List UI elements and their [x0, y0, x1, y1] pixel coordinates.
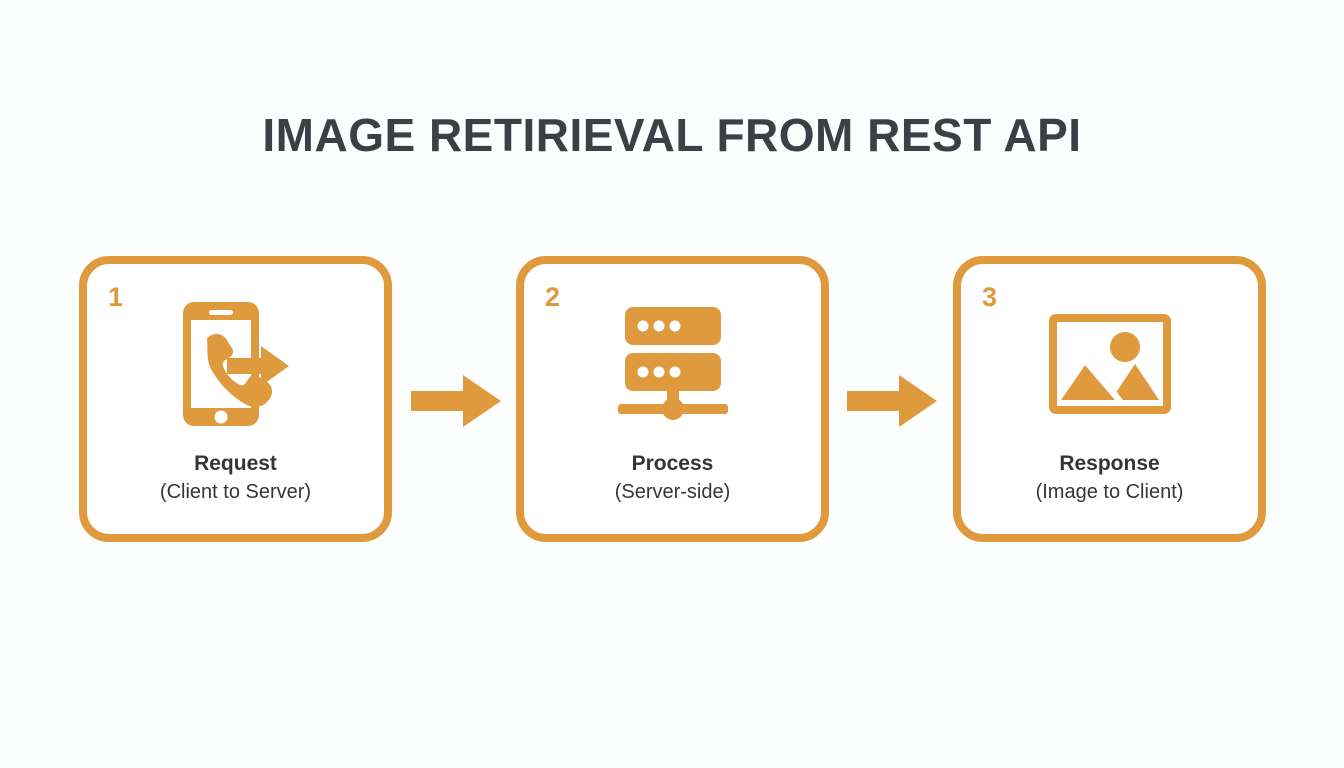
process-flow: 1 Request (Client to Server) [79, 256, 1266, 542]
step-number-badge: 1 [108, 282, 124, 312]
page-title: IMAGE RETIRIEVAL FROM REST API [262, 109, 1082, 161]
step-subtitle: (Image to Client) [1035, 481, 1184, 503]
step-icon-container [87, 298, 384, 430]
step-card-request[interactable]: 1 Request (Client to Server) [79, 256, 392, 542]
flow-connector-1 [411, 375, 501, 427]
server-rack-icon [617, 307, 728, 420]
arrow-right-icon [411, 375, 501, 427]
mobile-phone-outgoing-call-icon [182, 302, 289, 426]
step-icon-container [961, 298, 1258, 430]
step-subtitle: (Server-side) [614, 481, 731, 503]
step-number-badge: 2 [545, 282, 561, 312]
arrow-right-icon [847, 375, 937, 427]
step-title: Response [1059, 452, 1160, 475]
image-photo-icon [1048, 314, 1171, 414]
step-card-response[interactable]: 3 Response (Image to Client) [953, 256, 1266, 542]
step-title: Request [194, 452, 277, 475]
step-subtitle: (Client to Server) [159, 481, 312, 503]
step-number-badge: 3 [982, 282, 998, 312]
step-title: Process [631, 452, 714, 475]
flow-connector-2 [847, 375, 937, 427]
step-icon-container [524, 298, 821, 430]
step-card-process[interactable]: 2 Process (Server-side [516, 256, 829, 542]
